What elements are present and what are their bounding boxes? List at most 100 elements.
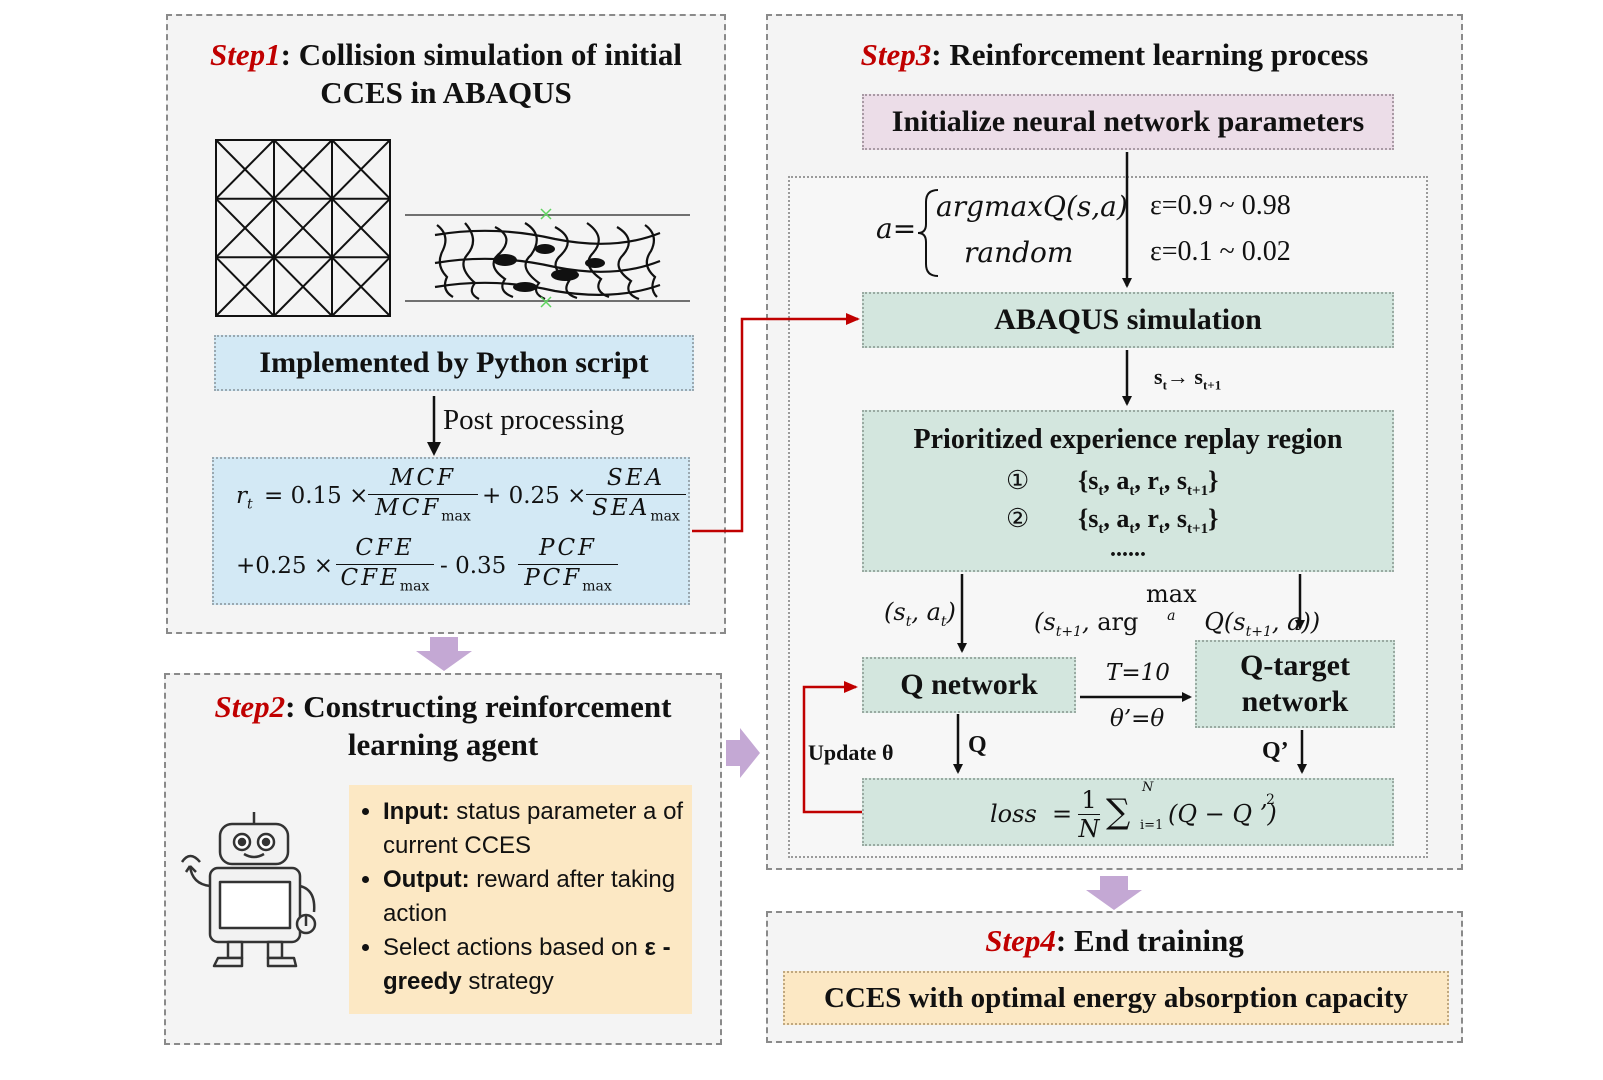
update-period-label: T=10 [1106, 660, 1170, 686]
q-network-box: Q network [862, 657, 1076, 713]
loss-body: (Q − Q ’) [1168, 800, 1277, 828]
step3-to-step4-arrow [1086, 876, 1142, 910]
agent-output-item: Output: reward after taking action [383, 863, 692, 931]
replay-region-title: Prioritized experience replay region [913, 424, 1343, 455]
step4-title-text: : End training [1055, 923, 1244, 958]
loss-frac-den: N [1078, 815, 1100, 843]
replay-row1: {st, at, rt, st+1} [1078, 466, 1219, 500]
replay-row1-num: ① [1006, 466, 1030, 495]
lattice-strut [331, 139, 391, 200]
post-processing-label: Post processing [443, 404, 625, 436]
python-script-box: Implemented by Python script [214, 335, 694, 391]
replay-more: ...... [1110, 536, 1146, 562]
lattice-strut [331, 197, 391, 259]
frac-mcf-den-sub: max [441, 508, 471, 525]
frac-mcf-den: MCF [375, 495, 442, 521]
loss-box: loss = 1 N ∑ N i=1 (Q − Q ’) 2 [862, 778, 1394, 846]
frac-cfe-den: CFE [340, 565, 400, 591]
lattice-strut [215, 139, 275, 200]
lattice-strut [273, 197, 333, 259]
q-prime-value-label: Q’ [1262, 738, 1289, 764]
q-target-network-label: Q-target network [1240, 649, 1350, 718]
init-network-box: Initialize neural network parameters [862, 94, 1394, 150]
lattice-strut [273, 256, 333, 317]
lattice-strut [331, 256, 391, 317]
abaqus-simulation-box: ABAQUS simulation [862, 292, 1394, 348]
lattice-strut [215, 256, 275, 317]
agent-strategy-item: Select actions based on ε - greedy strat… [383, 931, 692, 999]
crushed-structure-image [405, 208, 690, 308]
reward-coef3: +0.25 × [236, 553, 334, 579]
policy-eps-random: ε=0.1 ~ 0.02 [1150, 236, 1291, 267]
frac-mcf-num: MCF [389, 465, 457, 491]
agent-info-box: Input: status parameter a of current CCE… [349, 785, 692, 1014]
frac-pcf-den: PCF [524, 565, 583, 591]
reward-formula-box: rt = 0.15 × MCF MCFmax + 0.25 × SEA SEAm… [212, 457, 690, 605]
q-network-label: Q network [900, 668, 1038, 701]
frac-sea-den-sub: max [650, 508, 680, 525]
loss-square: 2 [1266, 792, 1275, 808]
lattice-strut [273, 139, 333, 200]
step2-to-step3-arrow [726, 728, 760, 778]
optimal-cces-box: CCES with optimal energy absorption capa… [783, 971, 1449, 1025]
loss-sum-top: N [1142, 780, 1154, 795]
frac-cfe: CFE CFEmax [336, 535, 434, 595]
agent-info-list: Input: status parameter a of current CCE… [349, 795, 692, 999]
frac-sea: SEA SEAmax [586, 465, 686, 525]
replay-region-box: Prioritized experience replay region ① {… [862, 410, 1394, 572]
loss-formula: loss = 1 N ∑ N i=1 (Q − Q ’) 2 [990, 780, 1290, 843]
optimal-cces-label: CCES with optimal energy absorption capa… [823, 981, 1409, 1014]
frac-pcf: PCF PCFmax [518, 535, 618, 595]
step2-title: Step2: Constructing reinforcement learni… [184, 688, 702, 764]
replay-row2: {st, at, rt, st+1} [1078, 504, 1219, 538]
step1-title-text: : Collision simulation of initial CCES i… [280, 37, 682, 110]
q-target-network-box: Q-target network [1195, 640, 1395, 728]
python-script-label: Implemented by Python script [259, 346, 649, 379]
reward-coef1: = 0.15 × [264, 483, 369, 509]
abaqus-simulation-label: ABAQUS simulation [994, 303, 1262, 336]
policy-a-eq: a= [876, 212, 917, 245]
frac-pcf-num: PCF [538, 535, 598, 561]
frac-pcf-den-sub: max [582, 578, 612, 595]
reward-formula-line2: +0.25 × CFE CFEmax - 0.35 PCF PCFmax [236, 535, 686, 601]
step4-title: Step4: End training [786, 922, 1443, 960]
step1-to-step2-arrow [416, 637, 472, 671]
lattice-strut [215, 197, 275, 259]
replay-row2-num: ② [1006, 504, 1030, 533]
step3-title: Step3: Reinforcement learning process [786, 36, 1443, 74]
step1-title: Step1: Collision simulation of initial C… [186, 36, 706, 112]
theta-copy-label: θ’=θ [1110, 706, 1165, 732]
sample-sa-label: (st, at) [884, 598, 956, 630]
reward-coef4: - 0.35 [440, 553, 507, 579]
loss-lhs: loss [990, 800, 1037, 828]
loss-sum-bottom: i=1 [1140, 818, 1164, 833]
frac-sea-num: SEA [606, 465, 666, 491]
loss-sum: ∑ [1106, 792, 1131, 832]
reward-lhs: r [236, 483, 247, 509]
loss-frac: 1 N [1078, 786, 1100, 843]
frac-cfe-num: CFE [355, 535, 415, 561]
step1-label: Step1 [210, 37, 281, 72]
step2-label: Step2 [214, 689, 286, 724]
update-theta-label: Update θ [808, 740, 894, 765]
loss-frac-num: 1 [1081, 786, 1097, 814]
policy-case-greedy: argmaxQ(s,a) [936, 190, 1128, 223]
robot-agent-icon [180, 812, 317, 968]
loss-eq: = [1052, 800, 1073, 828]
policy-eps-greedy: ε=0.9 ~ 0.98 [1150, 190, 1291, 221]
step3-title-text: : Reinforcement learning process [931, 37, 1369, 72]
frac-sea-den: SEA [592, 495, 651, 521]
policy-brace [917, 189, 939, 277]
frac-mcf: MCF MCFmax [368, 465, 478, 525]
post-processing-arrow [427, 396, 441, 456]
reward-lhs-sub: t [247, 496, 253, 513]
state-transition-label: st→ st+1 [1154, 364, 1222, 393]
init-network-label: Initialize neural network parameters [891, 105, 1365, 138]
reward-formula-line1: rt = 0.15 × MCF MCFmax + 0.25 × SEA SEAm… [236, 465, 686, 531]
frac-cfe-den-sub: max [399, 578, 430, 595]
policy-case-random: random [964, 236, 1074, 269]
lattice-structure-image [215, 139, 391, 317]
step3-label: Step3 [860, 37, 932, 72]
agent-input-item: Input: status parameter a of current CCE… [383, 795, 692, 863]
